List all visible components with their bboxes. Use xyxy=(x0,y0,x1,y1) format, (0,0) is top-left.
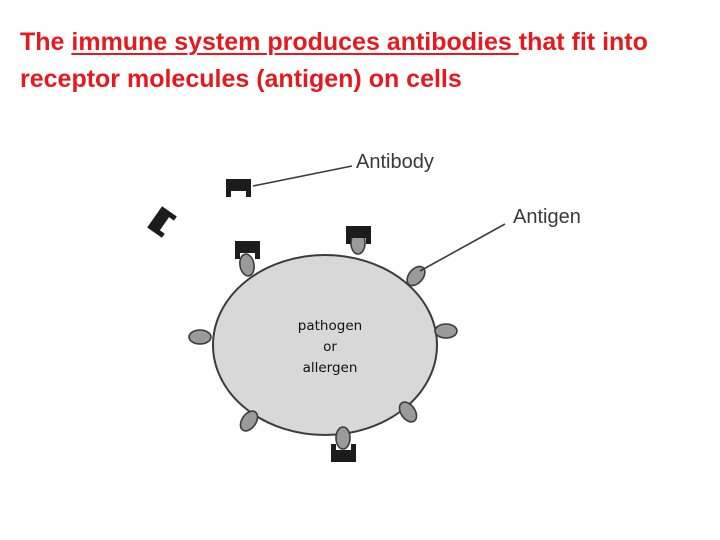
antibody-label: Antibody xyxy=(356,151,434,173)
antibody-free-top xyxy=(226,179,251,197)
antibody-bound-top-left xyxy=(235,241,260,259)
cell-label-line-2: or xyxy=(323,339,337,355)
antibody-free-tilted xyxy=(147,206,177,238)
antigen-pointer-line xyxy=(419,223,506,272)
antibody-bound-bottom xyxy=(331,444,356,462)
antigen-lower-right xyxy=(398,401,418,423)
slide-title: The immune system produces antibodies th… xyxy=(20,24,710,98)
antigen-right xyxy=(434,323,458,339)
antigen-bottom xyxy=(335,426,351,450)
pathogen-cell xyxy=(212,254,438,436)
antibody-bound-top-right xyxy=(346,226,371,244)
antigen-top-left xyxy=(239,253,255,277)
cell-label-line-3: allergen xyxy=(302,360,358,376)
antibodies xyxy=(147,179,371,462)
antibody-pointer-line xyxy=(252,165,353,187)
cell-label-line-1: pathogen xyxy=(297,318,363,334)
antigen-left xyxy=(188,329,212,345)
antigen-label: Antigen xyxy=(513,206,581,228)
title-underlined-phrase: immune system produces antibodies xyxy=(71,28,519,56)
cell-label: pathogen or allergen xyxy=(270,316,390,379)
title-part-1: The xyxy=(20,28,72,56)
title-part-2: that fit into receptor molecules (antige… xyxy=(20,28,648,93)
antigen-lower-left xyxy=(239,410,259,432)
